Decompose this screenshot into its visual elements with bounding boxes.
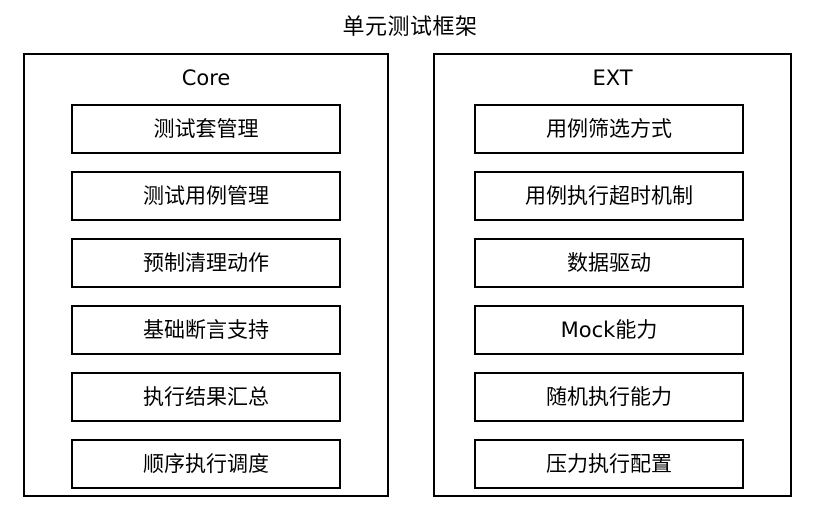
item-label: 数据驱动 [567,251,651,275]
item-label: 用例执行超时机制 [525,184,693,208]
item-label: 基础断言支持 [143,318,269,342]
item-label: Mock能力 [560,318,658,342]
item-box[interactable]: 顺序执行调度 [71,439,341,489]
item-label: 测试用例管理 [143,184,269,208]
item-box[interactable]: 基础断言支持 [71,305,341,355]
item-box[interactable]: 压力执行配置 [474,439,744,489]
item-box[interactable]: 测试套管理 [71,104,341,154]
panel-ext: EXT 用例筛选方式 用例执行超时机制 数据驱动 Mock能力 随机执行能力 压… [433,53,792,497]
item-label: 执行结果汇总 [143,385,269,409]
panel-core-item-list: 测试套管理 测试用例管理 预制清理动作 基础断言支持 执行结果汇总 顺序执行调度 [25,104,387,494]
item-label: 压力执行配置 [546,452,672,476]
item-label: 测试套管理 [153,117,259,141]
panel-core: Core 测试套管理 测试用例管理 预制清理动作 基础断言支持 执行结果汇总 顺… [23,53,389,497]
panel-core-header: Core [181,66,231,90]
item-box[interactable]: 用例执行超时机制 [474,171,744,221]
item-label: 随机执行能力 [546,385,672,409]
item-box[interactable]: 数据驱动 [474,238,744,288]
item-box[interactable]: 用例筛选方式 [474,104,744,154]
diagram-title: 单元测试框架 [342,15,478,40]
panel-ext-header: EXT [592,66,633,90]
item-box[interactable]: 预制清理动作 [71,238,341,288]
panel-ext-item-list: 用例筛选方式 用例执行超时机制 数据驱动 Mock能力 随机执行能力 压力执行配… [435,104,790,494]
item-label: 顺序执行调度 [143,452,269,476]
item-box[interactable]: 执行结果汇总 [71,372,341,422]
item-label: 预制清理动作 [143,251,269,275]
item-label: 用例筛选方式 [546,117,672,141]
item-box[interactable]: 随机执行能力 [474,372,744,422]
item-box[interactable]: 测试用例管理 [71,171,341,221]
item-box[interactable]: Mock能力 [474,305,744,355]
